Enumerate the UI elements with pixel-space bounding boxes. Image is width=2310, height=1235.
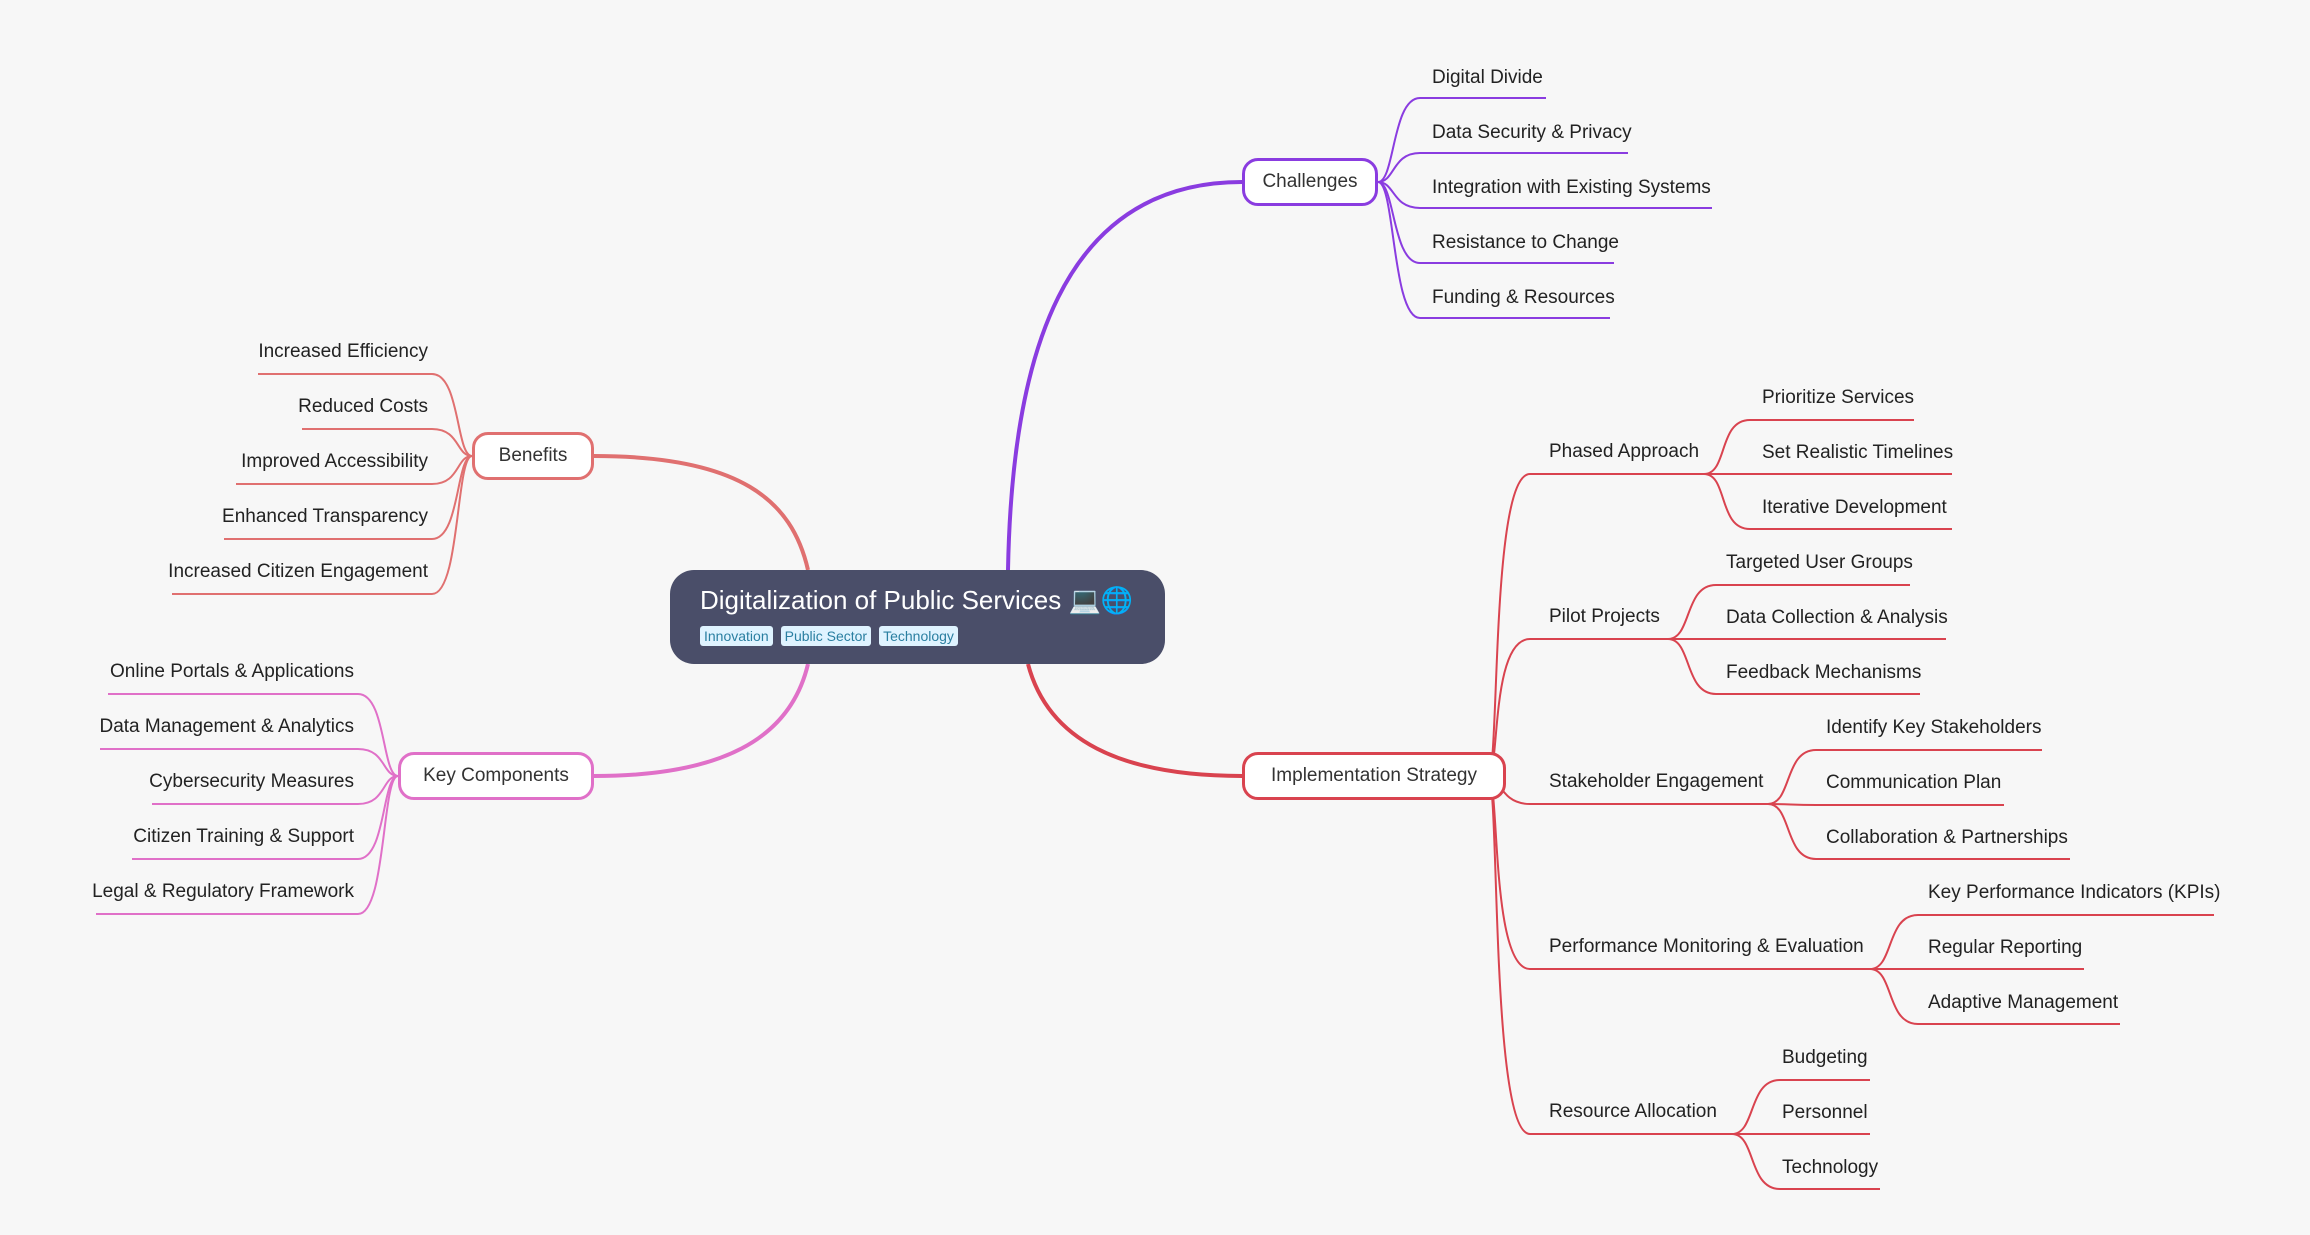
key-component-item[interactable]: Cybersecurity Measures xyxy=(149,771,354,792)
link-benefits-leaf-2 xyxy=(302,428,473,457)
key-component-item[interactable]: Online Portals & Applications xyxy=(110,661,354,682)
impl-item[interactable]: Iterative Development xyxy=(1762,497,1947,518)
link-challenges-leaf-3 xyxy=(1377,181,1712,209)
link-benefits-leaf-1 xyxy=(258,373,473,457)
root-tags: Innovation Public Sector Technology xyxy=(700,626,1135,646)
impl-group-pilot-projects[interactable]: Pilot Projects xyxy=(1549,606,1660,627)
impl-item[interactable]: Collaboration & Partnerships xyxy=(1826,827,2068,848)
branch-challenges[interactable]: Challenges xyxy=(1242,158,1378,206)
link-impl-3-3 xyxy=(1767,803,2070,860)
link-benefits-leaf-3 xyxy=(236,455,473,485)
root-node[interactable]: Digitalization of Public Services 💻🌐 Inn… xyxy=(670,570,1165,664)
impl-item[interactable]: Feedback Mechanisms xyxy=(1726,662,1922,683)
link-impl-1-1 xyxy=(1703,419,1914,475)
link-impl-5-1 xyxy=(1731,1079,1870,1135)
link-impl-group-2 xyxy=(1487,638,1668,777)
link-kc-leaf-2 xyxy=(100,748,399,777)
impl-item[interactable]: Adaptive Management xyxy=(1928,992,2119,1013)
link-impl-3-1 xyxy=(1767,749,2042,805)
branch-benefits[interactable]: Benefits xyxy=(472,432,594,480)
impl-item[interactable]: Data Collection & Analysis xyxy=(1726,607,1948,628)
branch-key-components[interactable]: Key Components xyxy=(398,752,594,800)
benefit-item[interactable]: Enhanced Transparency xyxy=(222,506,428,527)
link-root-challenges xyxy=(1006,180,1243,571)
impl-group-stakeholder-engagement[interactable]: Stakeholder Engagement xyxy=(1549,771,1764,792)
key-component-item[interactable]: Legal & Regulatory Framework xyxy=(92,881,354,902)
tag-innovation[interactable]: Innovation xyxy=(700,626,773,646)
link-kc-leaf-5 xyxy=(96,775,399,915)
link-impl-4-1 xyxy=(1869,914,2214,970)
impl-group-resource-allocation[interactable]: Resource Allocation xyxy=(1549,1101,1717,1122)
link-impl-3-2 xyxy=(1767,803,2004,806)
link-challenges-leaf-5 xyxy=(1377,181,1610,319)
challenge-item[interactable]: Integration with Existing Systems xyxy=(1432,177,1711,198)
challenge-item[interactable]: Digital Divide xyxy=(1432,67,1543,88)
link-benefits-leaf-5 xyxy=(172,455,473,595)
root-title: Digitalization of Public Services 💻🌐 xyxy=(700,585,1134,615)
link-impl-5-3 xyxy=(1731,1133,1880,1190)
challenge-item[interactable]: Funding & Resources xyxy=(1432,287,1615,308)
benefit-item[interactable]: Increased Efficiency xyxy=(258,341,428,362)
impl-item[interactable]: Key Performance Indicators (KPIs) xyxy=(1928,882,2221,903)
key-component-item[interactable]: Citizen Training & Support xyxy=(133,826,354,847)
impl-item[interactable]: Targeted User Groups xyxy=(1726,552,1913,573)
link-impl-1-3 xyxy=(1703,473,1952,530)
challenge-item[interactable]: Resistance to Change xyxy=(1432,232,1619,253)
link-impl-2-1 xyxy=(1667,584,1910,640)
impl-item[interactable]: Technology xyxy=(1782,1157,1879,1178)
benefit-item[interactable]: Reduced Costs xyxy=(298,396,428,417)
tag-technology[interactable]: Technology xyxy=(879,626,958,646)
impl-group-performance-monitoring[interactable]: Performance Monitoring & Evaluation xyxy=(1549,936,1864,957)
benefit-item[interactable]: Increased Citizen Engagement xyxy=(168,561,428,582)
link-root-implementation xyxy=(1026,663,1243,778)
impl-item[interactable]: Budgeting xyxy=(1782,1047,1868,1068)
link-root-benefits xyxy=(593,454,810,571)
challenge-item[interactable]: Data Security & Privacy xyxy=(1432,122,1632,143)
link-challenges-leaf-1 xyxy=(1377,97,1546,183)
link-impl-4-3 xyxy=(1869,968,2120,1025)
tag-public-sector[interactable]: Public Sector xyxy=(780,626,872,646)
branch-implementation-strategy[interactable]: Implementation Strategy xyxy=(1242,752,1506,800)
impl-item[interactable]: Personnel xyxy=(1782,1102,1868,1123)
impl-item[interactable]: Identify Key Stakeholders xyxy=(1826,717,2042,738)
impl-item[interactable]: Communication Plan xyxy=(1826,772,2002,793)
link-impl-2-3 xyxy=(1667,638,1920,695)
link-challenges-leaf-2 xyxy=(1377,152,1628,183)
link-kc-leaf-3 xyxy=(152,775,399,805)
benefit-item[interactable]: Improved Accessibility xyxy=(241,451,428,472)
impl-item[interactable]: Set Realistic Timelines xyxy=(1762,442,1954,463)
impl-group-phased-approach[interactable]: Phased Approach xyxy=(1549,441,1700,462)
impl-item[interactable]: Prioritize Services xyxy=(1762,387,1915,408)
key-component-item[interactable]: Data Management & Analytics xyxy=(99,716,354,737)
link-root-keycomponents xyxy=(593,663,810,778)
impl-item[interactable]: Regular Reporting xyxy=(1928,937,2083,958)
link-kc-leaf-1 xyxy=(108,693,399,777)
